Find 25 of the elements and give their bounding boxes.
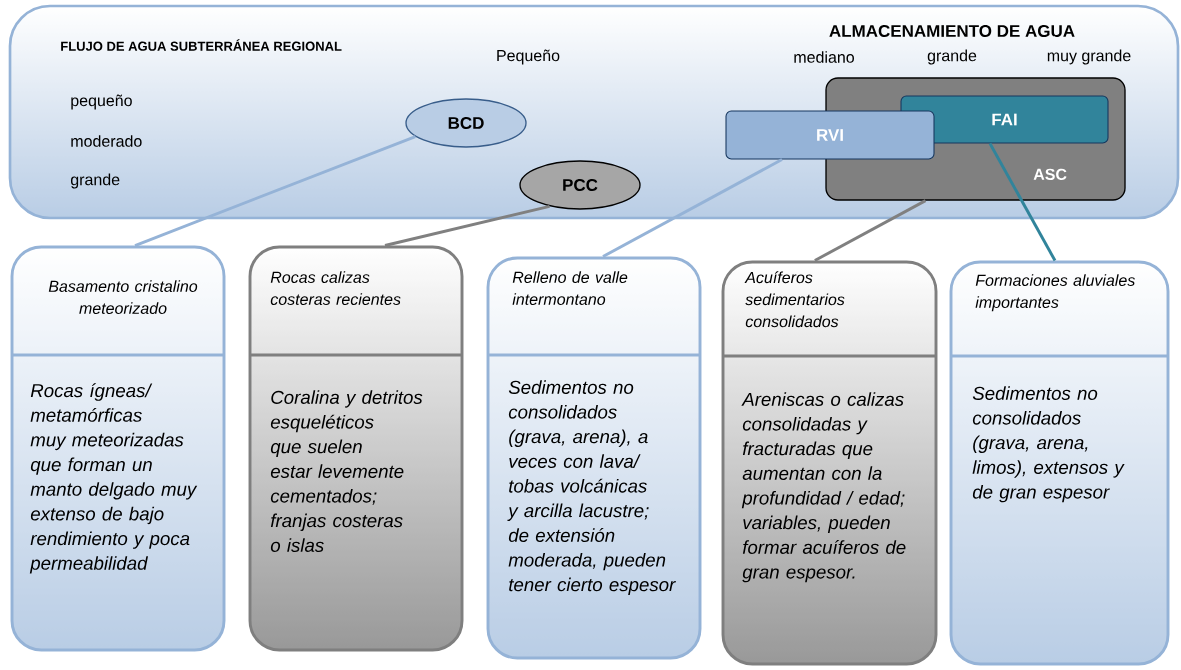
heading: FLUJO DE AGUA SUBTERRÁNEA REGIONAL	[61, 39, 342, 51]
card-heading: Formaciones aluviales importantes	[975, 274, 1135, 312]
connector-line	[814, 199, 927, 262]
card-text: Areniscas o calizas consolidadas y fracturadas que aumentan con la profundidad / edad; variables, pueden formar acuíferos de gran espesor.	[741, 392, 906, 583]
card-heading: Relleno de valle intermontano	[512, 271, 628, 305]
card-heading: Rocas calizas costeras recientes	[270, 271, 401, 305]
card-heading: Acuíferos sedimentarios consolidados	[744, 271, 845, 328]
scale-label: grande	[70, 173, 120, 189]
card-heading: Basamento cristalino meteorizado	[48, 280, 198, 314]
card-text: Sedimentos no consolidados (grava, arena), a veces con lava/ tobas volcánicas y arcilla lacustre; de extensión moderada, pueden tener cierto espesor	[507, 380, 676, 595]
scale-label: muy grande	[1047, 49, 1131, 65]
scale-label: grande	[927, 49, 977, 65]
scale-label: moderado	[71, 135, 142, 147]
rounded-box: RVI	[725, 110, 935, 160]
scale-label: pequeño	[71, 94, 132, 110]
connector-line	[384, 204, 550, 247]
heading: ALMACENAMIENTO DE AGUA	[829, 24, 1075, 37]
connector-line	[602, 158, 783, 258]
card-text: Rocas ígneas/ metamórficas muy meteorizadas que forman un manto delgado muy extenso de bajo rendimiento y poca permeabilidad	[29, 383, 198, 574]
connector-line	[134, 135, 416, 247]
card-text: Sedimentos no consolidados (grava, arena, limos), extensos y de gran espesor	[972, 386, 1125, 503]
connector-line	[988, 142, 1057, 262]
scale-label: mediano	[794, 51, 854, 63]
card-text: Coralina y detritos esqueléticos que suelen estar levemente cementados; franjas costeras o islas	[270, 390, 423, 552]
scale-label: Pequeño	[497, 49, 560, 65]
